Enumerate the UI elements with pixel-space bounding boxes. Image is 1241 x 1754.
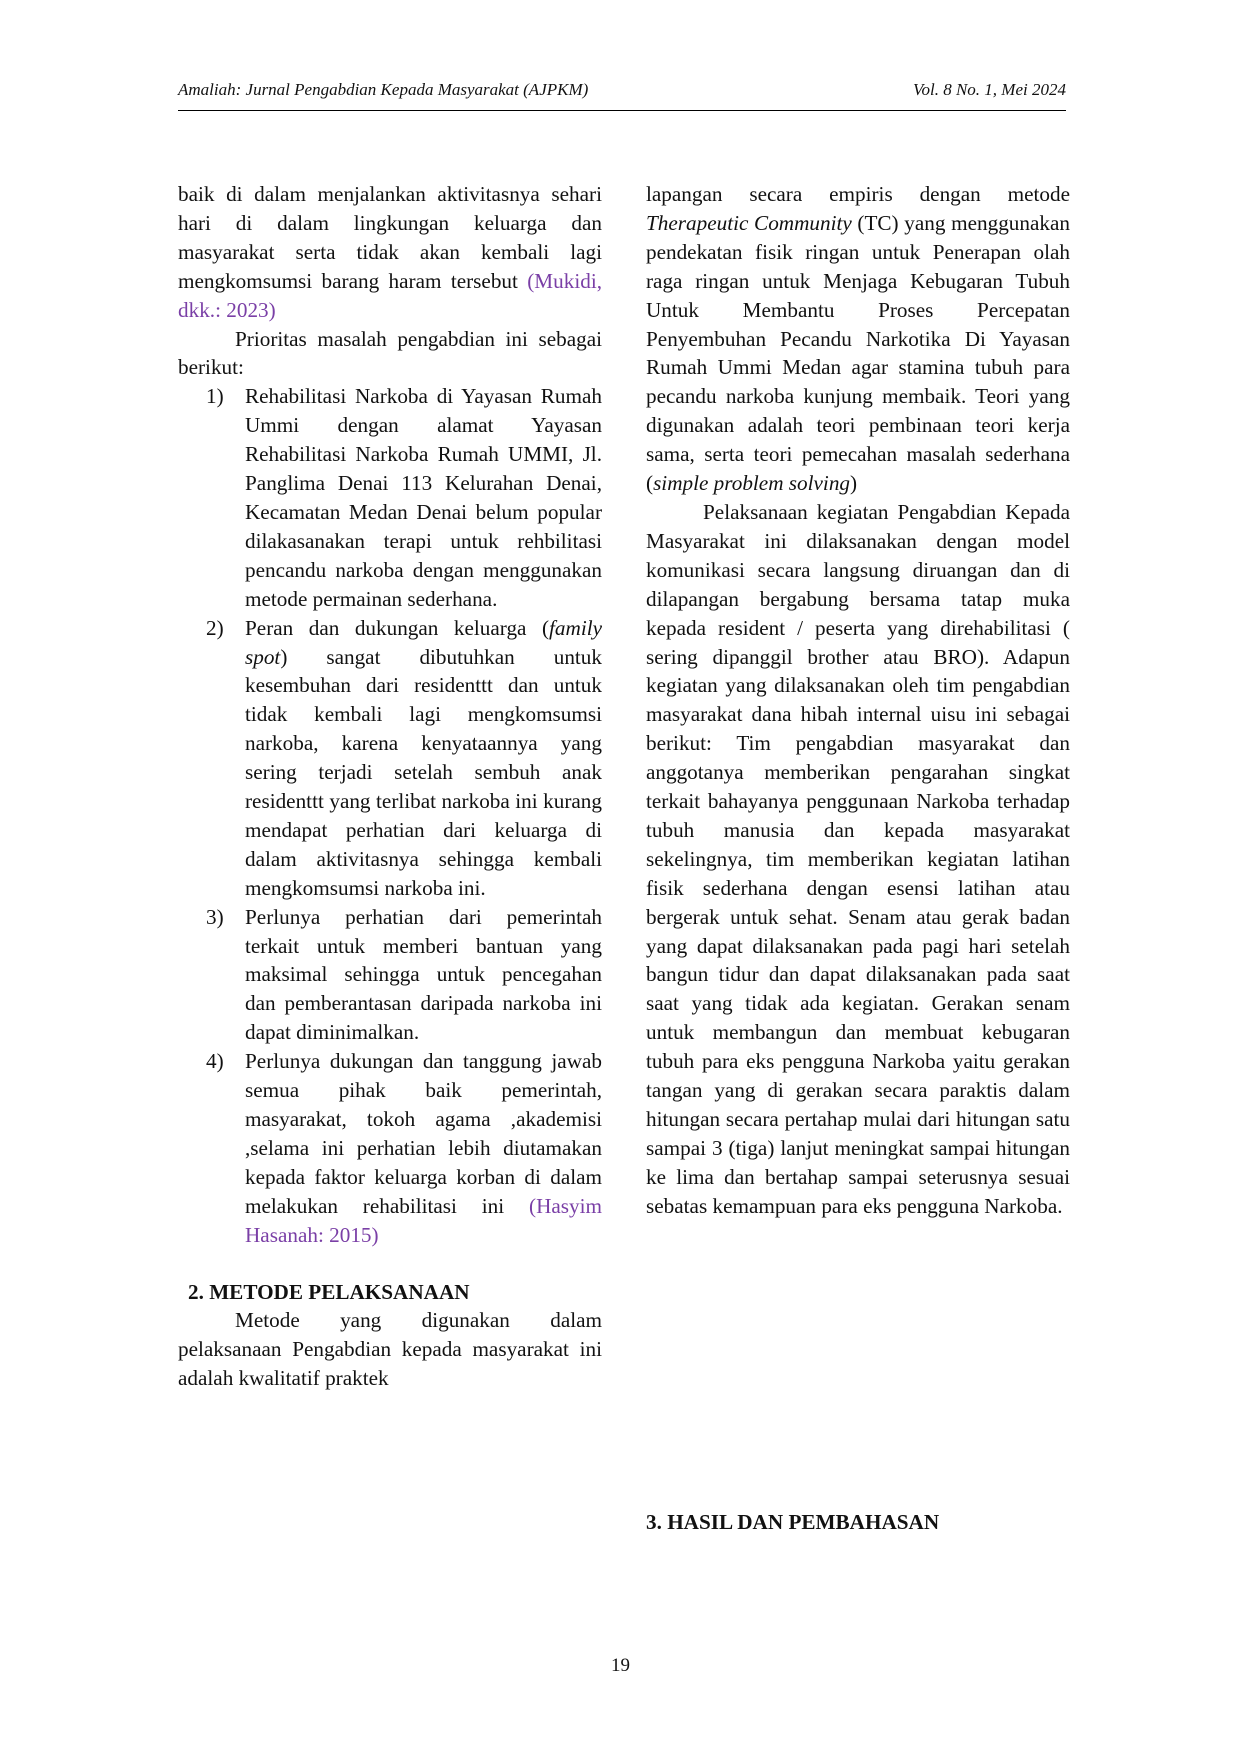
priority-list: 1)Rehabilitasi Narkoba di Yayasan Rumah …	[178, 382, 602, 1249]
citation-link[interactable]: (Mukidi, dkk.: 2023)	[178, 268, 602, 322]
paragraph: Pelaksanaan kegiatan Pengabdian Kepada M…	[646, 499, 1070, 1218]
running-header: Amaliah: Jurnal Pengabdian Kepada Masyar…	[178, 80, 1066, 108]
paragraph: Prioritas masalah pengabdian ini sebagai…	[178, 326, 602, 380]
paragraph: lapangan secara empiris dengan metode Th…	[646, 182, 1070, 496]
list-item: 3)Perlunya perhatian dari pemerintah ter…	[206, 904, 602, 1045]
issue-info: Vol. 8 No. 1, Mei 2024	[913, 80, 1066, 99]
journal-title: Amaliah: Jurnal Pengabdian Kepada Masyar…	[178, 80, 589, 99]
paragraph: baik di dalam menjalankan aktivitasnya s…	[178, 182, 602, 322]
paragraph: Metode yang digunakan dalam pelaksanaan …	[178, 1308, 602, 1391]
section-heading: 3. HASIL DAN PEMBAHASAN	[646, 1510, 940, 1534]
list-item: 1)Rehabilitasi Narkoba di Yayasan Rumah …	[206, 384, 602, 611]
list-item: 4)Perlunya dukungan dan tanggung jawab s…	[206, 1049, 602, 1247]
citation-link[interactable]: (Hasyim Hasanah: 2015)	[245, 1193, 602, 1247]
header-rule	[178, 110, 1066, 111]
list-item: 2)Peran dan dukungan keluarga (family sp…	[206, 615, 602, 900]
page-number: 19	[611, 1655, 630, 1676]
left-column: baik di dalam menjalankan aktivitasnya s…	[178, 180, 602, 1393]
section-heading: 2. METODE PELAKSANAAN	[188, 1279, 470, 1304]
right-column: lapangan secara empiris dengan metode Th…	[646, 180, 1070, 1221]
